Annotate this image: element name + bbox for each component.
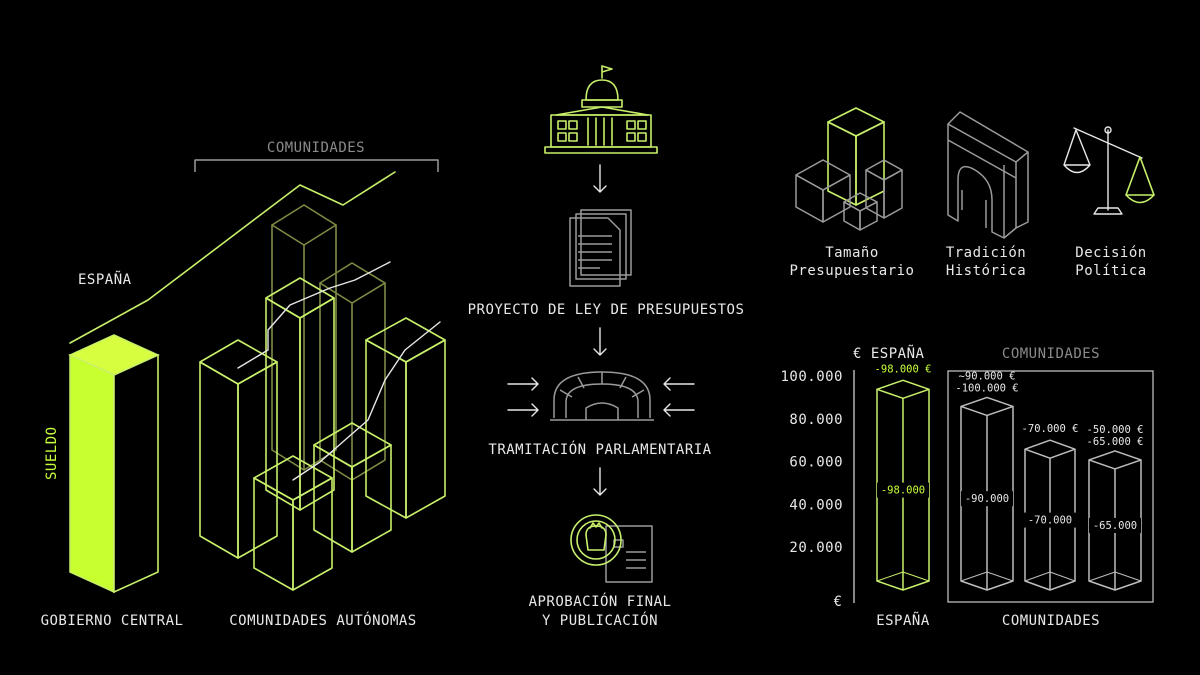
community-bar: [253, 455, 333, 591]
community-bar: [365, 317, 446, 519]
scale-icon: [1063, 126, 1155, 215]
bar-top-label: ~90.000 €: [959, 370, 1016, 382]
cubes-icon: [795, 107, 903, 231]
bar-top-label: -65.000 €: [1087, 436, 1144, 448]
community-trend-line: [292, 321, 441, 481]
community-trend-line: [237, 261, 391, 369]
y-tick-label: 40.000: [789, 497, 843, 513]
comunidades-bars: [199, 204, 446, 591]
arrow-right-icon: [507, 377, 539, 391]
comunidades-bracket: [194, 159, 439, 172]
community-bar: [199, 339, 278, 559]
bar-top-label: -100.000 €: [955, 382, 1018, 394]
arrow-right-icon: [507, 403, 539, 417]
arrow-left-icon: [663, 403, 695, 417]
x-category-label: ESPAÑA: [876, 612, 930, 629]
bar-top-label: -70.000 €: [1022, 423, 1079, 435]
factors-panel: Tamaño Presupuestario Tradición Históric…: [789, 107, 1155, 279]
y-tick-label: 100.000: [780, 369, 843, 385]
y-tick-label: 60.000: [789, 455, 843, 471]
factor-2-line-1: Tradición: [946, 245, 1026, 261]
bar-top-label: -98.000 €: [875, 363, 932, 375]
bar-value-label: -65.000: [1093, 520, 1137, 532]
gobierno-central-bar: [68, 334, 160, 594]
step-tramitacion-label: TRAMITACIÓN PARLAMENTARIA: [488, 440, 711, 458]
community-bar: [271, 204, 337, 471]
factor-2-line-2: Histórica: [946, 263, 1026, 279]
step-aprobacion-label-1: APROBACIÓN FINAL: [529, 592, 672, 610]
y-unit-label: €: [834, 594, 843, 610]
factor-1-line-1: Tamaño: [825, 245, 879, 261]
step-aprobacion-label-2: Y PUBLICACIÓN: [542, 611, 658, 629]
x-category-label: COMUNIDADES: [1002, 613, 1100, 629]
chart-title: € ESPAÑA: [853, 345, 925, 362]
seal-document-icon: [570, 514, 653, 583]
chart-bar: -70.000 -70.000 €: [1022, 423, 1079, 591]
sueldo-label: SUELDO: [44, 426, 60, 480]
bar-value-label: -70.000: [1028, 515, 1072, 527]
parliament-icon: [550, 371, 654, 421]
step-proyecto-label: PROYECTO DE LEY DE PRESUPUESTOS: [468, 302, 745, 318]
chart-group-title: COMUNIDADES: [1002, 346, 1100, 362]
bar-top-label: -50.000 €: [1087, 424, 1144, 436]
arrow-down-icon: [593, 164, 607, 193]
factor-3-line-1: Decisión: [1075, 245, 1146, 261]
salary-chart: € ESPAÑA COMUNIDADES € ESPAÑA COMUNIDADE…: [780, 345, 1154, 629]
bracket-label: COMUNIDADES: [267, 140, 365, 156]
arch-icon: [947, 111, 1029, 239]
y-tick-label: 80.000: [789, 412, 843, 428]
chart-bar: -90.000 ~90.000 €-100.000 €: [955, 370, 1019, 591]
y-tick-label: 20.000: [789, 540, 843, 556]
comunidades-autonomas-label: COMUNIDADES AUTÓNOMAS: [229, 611, 417, 629]
gobierno-central-label: GOBIERNO CENTRAL: [41, 613, 184, 629]
capitol-icon: [544, 65, 658, 154]
bar-value-label: -90.000: [965, 493, 1009, 505]
community-bar: [265, 277, 335, 511]
budget-flow: PROYECTO DE LEY DE PRESUPUESTOS TRAMITAC…: [468, 65, 745, 629]
community-bar: [313, 422, 392, 553]
bar-value-label: -98.000: [881, 485, 925, 497]
left-panel: COMUNIDADES ESPAÑA SUELDO: [41, 140, 446, 629]
factor-3-line-2: Política: [1075, 263, 1146, 279]
comunidades-frame: [947, 370, 1154, 603]
espana-trend-line: [69, 171, 396, 344]
chart-bar: -98.000 -98.000 €: [875, 363, 932, 591]
arrow-down-icon: [593, 467, 607, 496]
document-icon: [569, 209, 632, 287]
arrow-left-icon: [663, 377, 695, 391]
arrow-down-icon: [593, 327, 607, 356]
espana-line-label: ESPAÑA: [78, 271, 132, 288]
chart-bar: -65.000 -50.000 €-65.000 €: [1087, 424, 1144, 591]
factor-1-line-2: Presupuestario: [789, 263, 914, 279]
